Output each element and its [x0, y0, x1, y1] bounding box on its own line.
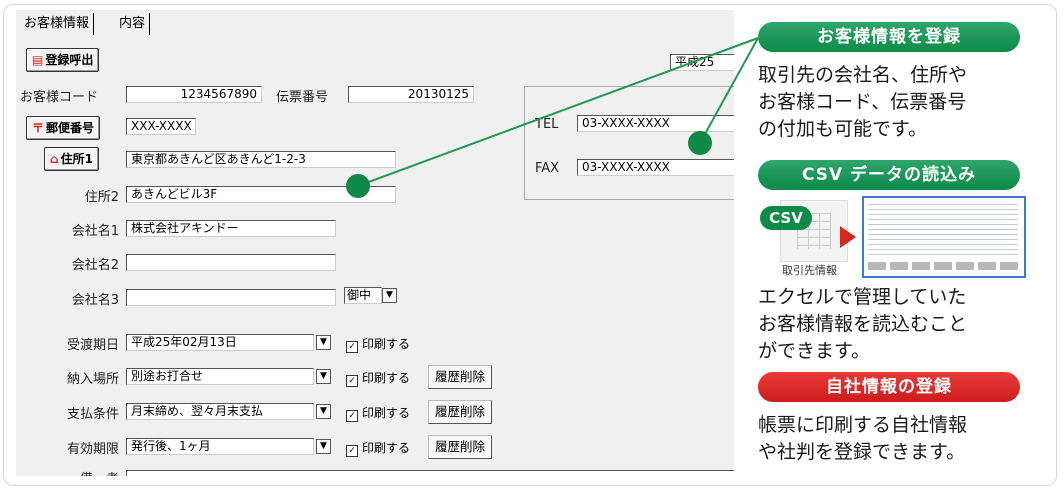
company3-field[interactable]: [126, 289, 336, 306]
fax-field[interactable]: 03-XXXX-XXXX: [577, 159, 734, 176]
customer-code-field[interactable]: 1234567890: [126, 86, 262, 103]
company2-label: 会社名2: [71, 258, 119, 273]
print-checkbox[interactable]: ✓印刷する: [346, 335, 410, 353]
tel-field[interactable]: 03-XXXX-XXXX: [577, 115, 734, 132]
chevron-down-icon[interactable]: ▼: [316, 369, 331, 384]
remarks-label: 備 考: [24, 468, 119, 476]
print-checkbox[interactable]: ✓印刷する: [346, 404, 410, 422]
payment-terms-label: 支払条件: [66, 407, 119, 422]
valid-period-label: 有効期限: [66, 442, 119, 457]
check-icon: ✓: [346, 410, 358, 422]
csv-badge: CSV: [760, 206, 812, 230]
chevron-down-icon[interactable]: ▼: [316, 335, 331, 350]
table-lines: [868, 204, 1018, 258]
check-icon: ✓: [346, 375, 358, 387]
company1-field[interactable]: 株式会社アキンドー: [126, 220, 336, 237]
payment-terms-field[interactable]: 月末締め、翌々月末支払: [126, 403, 314, 420]
print-checkbox[interactable]: ✓印刷する: [346, 369, 410, 387]
chevron-down-icon[interactable]: ▼: [382, 288, 397, 303]
remarks-field[interactable]: [126, 470, 734, 476]
check-icon: ✓: [346, 445, 358, 457]
slip-number-label: 伝票番号: [276, 90, 329, 105]
delivery-date-field[interactable]: 平成25年02月13日: [126, 334, 314, 351]
button-row: [868, 262, 1018, 270]
address1-field[interactable]: 東京都あきんど区あきんど1-2-3: [126, 151, 396, 168]
chevron-down-icon[interactable]: ▼: [316, 439, 331, 454]
check-icon: ✓: [346, 341, 358, 353]
arrow-right-icon: [840, 226, 856, 248]
customer-code-label: お客様コード: [20, 90, 99, 105]
address2-label: 住所2: [84, 190, 119, 205]
company-title: 自社情報の登録: [758, 372, 1020, 402]
callout-dot: [688, 131, 712, 155]
company3-label: 会社名3: [71, 293, 119, 308]
delete-history-button[interactable]: 履歴削除: [428, 400, 493, 424]
tab-content[interactable]: 内容: [115, 13, 151, 35]
csv-title: CSV データの読込み: [758, 160, 1020, 190]
postal-mark-icon: 〒: [32, 121, 45, 135]
delivery-place-label: 納入場所: [66, 372, 119, 387]
tab-customer-info[interactable]: お客様情報: [20, 13, 95, 35]
csv-illustration: CSV 取引先情報: [758, 196, 1028, 280]
house-icon: ⌂: [50, 152, 59, 166]
tab-bar: お客様情報 内容: [16, 10, 734, 36]
csv-file-icon: [780, 200, 848, 262]
fax-label: FAX: [535, 161, 560, 176]
delivery-date-label: 受渡期日: [66, 338, 119, 353]
honorific-select[interactable]: 御中: [344, 287, 382, 304]
print-checkbox[interactable]: ✓印刷する: [346, 439, 410, 457]
csv-file-label: 取引先情報: [782, 264, 837, 277]
delete-history-button[interactable]: 履歴削除: [428, 365, 493, 389]
customer-register-title: お客様情報を登録: [758, 22, 1020, 52]
address1-button[interactable]: ⌂住所1: [44, 147, 99, 171]
csv-text: エクセルで管理していた お客様情報を読込むこと ができます。: [758, 286, 968, 362]
customer-register-text: 取引先の会社名、住所や お客様コード、伝票番号 の付加も可能です。: [758, 64, 968, 140]
delete-history-button[interactable]: 履歴削除: [428, 435, 493, 459]
app-window: お客様情報 内容 ▤登録呼出 平成25 お客様コード 1234567890 伝票…: [16, 10, 734, 476]
load-registered-button[interactable]: ▤登録呼出: [26, 48, 100, 72]
tel-label: TEL: [535, 117, 559, 132]
postal-code-button[interactable]: 〒郵便番号: [26, 116, 101, 140]
delivery-place-field[interactable]: 別途お打合せ: [126, 368, 314, 385]
address2-field[interactable]: あきんどビル3F: [126, 186, 396, 203]
valid-period-field[interactable]: 発行後、1ヶ月: [126, 438, 314, 455]
slip-number-field[interactable]: 20130125: [348, 86, 474, 103]
company1-label: 会社名1: [71, 224, 119, 239]
company-text: 帳票に印刷する自社情報 や社判を登録できます。: [758, 414, 968, 463]
callout-dot: [346, 174, 370, 198]
document-icon: ▤: [32, 53, 44, 67]
csv-import-window-thumbnail: [862, 196, 1026, 278]
postal-code-field[interactable]: XXX-XXXX: [126, 118, 196, 135]
company2-field[interactable]: [126, 254, 336, 271]
chevron-down-icon[interactable]: ▼: [316, 404, 331, 419]
